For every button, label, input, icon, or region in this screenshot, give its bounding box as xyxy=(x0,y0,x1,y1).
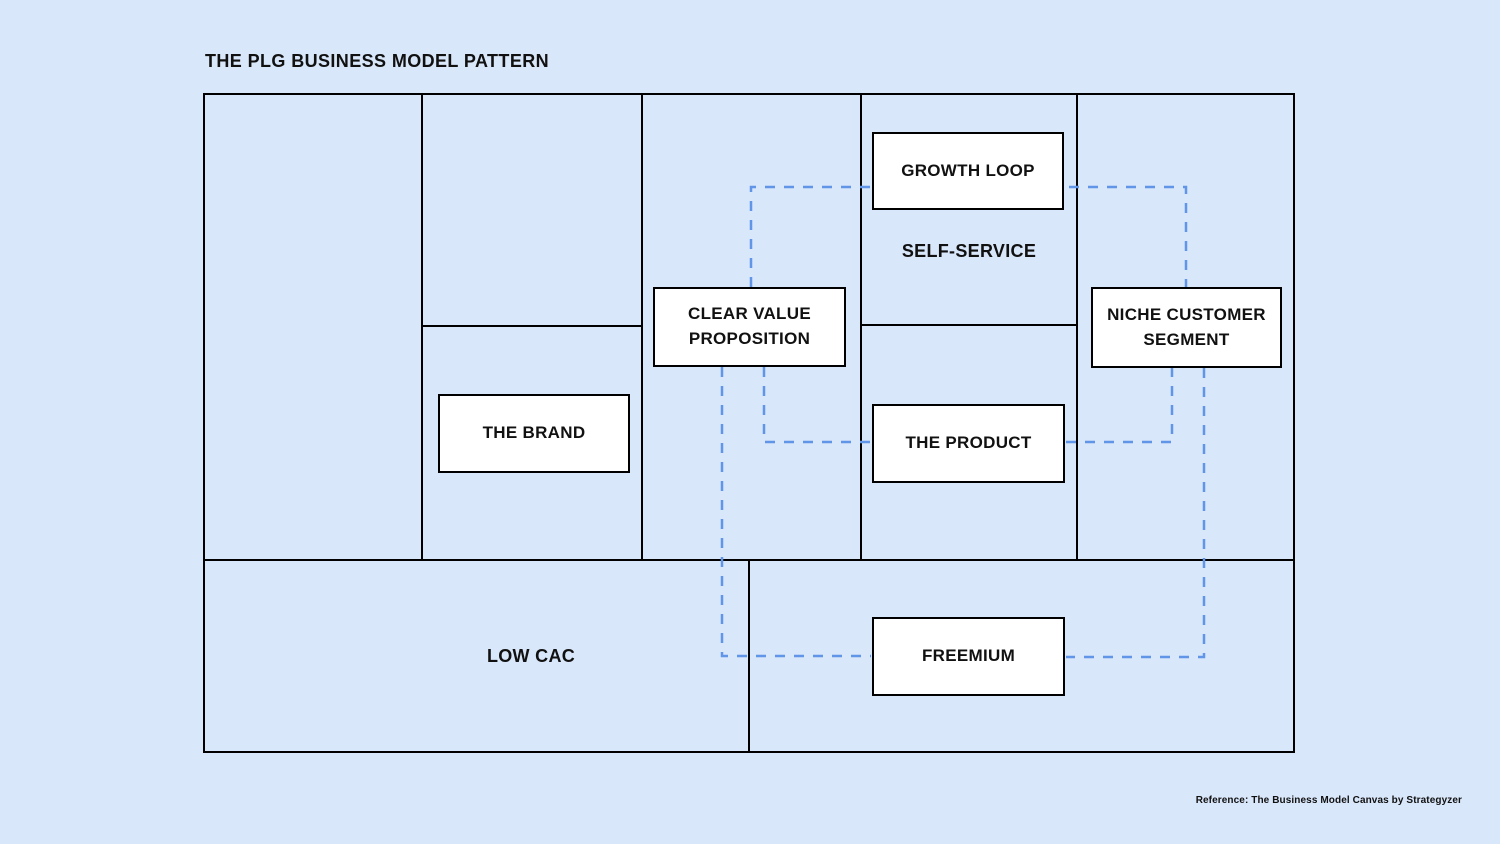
grid-bottom-center-divider xyxy=(748,560,750,753)
reference-note: Reference: The Business Model Canvas by … xyxy=(1195,795,1462,806)
node-growth-loop: GROWTH LOOP xyxy=(872,132,1064,210)
label-low-cac: LOW CAC xyxy=(486,646,576,666)
node-the-brand-label: THE BRAND xyxy=(482,423,586,443)
node-niche-customer-segment-label: NICHE CUSTOMER SEGMENT xyxy=(1107,304,1266,349)
node-freemium-label: FREEMIUM xyxy=(921,646,1016,666)
node-freemium: FREEMIUM xyxy=(872,617,1065,696)
grid-split-channels xyxy=(860,324,1078,326)
grid-divider-col4 xyxy=(1076,93,1078,560)
grid-split-key-activities xyxy=(421,325,643,327)
node-the-product: THE PRODUCT xyxy=(872,404,1065,483)
node-clear-value-proposition: CLEAR VALUE PROPOSITION xyxy=(653,287,846,367)
node-the-brand: THE BRAND xyxy=(438,394,630,473)
node-clear-value-proposition-label: CLEAR VALUE PROPOSITION xyxy=(688,304,811,348)
grid-divider-col3 xyxy=(860,93,862,560)
node-growth-loop-label: GROWTH LOOP xyxy=(901,160,1035,180)
node-niche-customer-segment: NICHE CUSTOMER SEGMENT xyxy=(1091,287,1282,368)
node-the-product-label: THE PRODUCT xyxy=(905,433,1032,453)
label-self-service: SELF-SERVICE xyxy=(901,241,1037,261)
page-title: THE PLG BUSINESS MODEL PATTERN xyxy=(205,51,550,71)
